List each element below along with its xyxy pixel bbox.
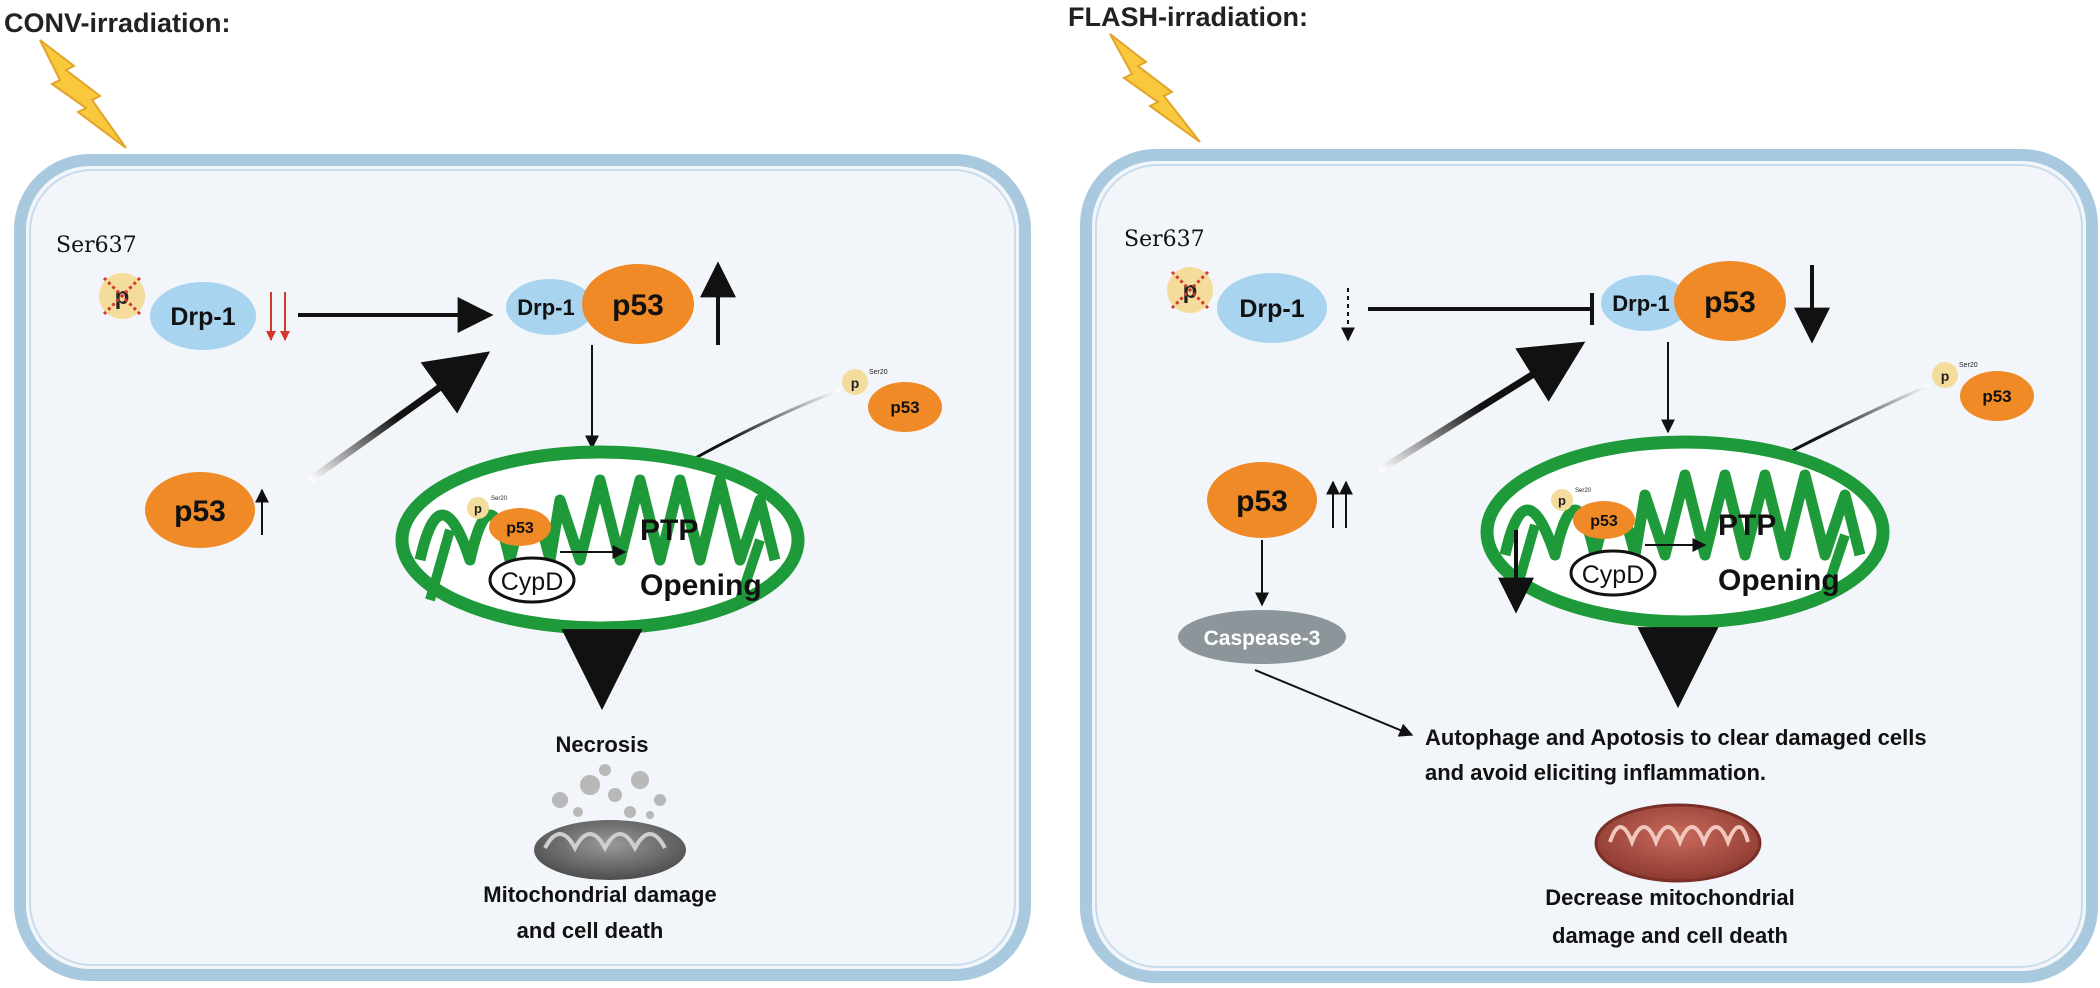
flash-p53-small-label: p53 [1982, 387, 2011, 406]
conv-complex-drp1-label: Drp-1 [517, 295, 574, 320]
conv-mito-phospho [467, 497, 489, 519]
flash-arrow-caspase-to-outcome [1254, 669, 1414, 737]
flash-caspase3-label: Caspease-3 [1204, 627, 1321, 650]
flash-phospho-small-label: p [1941, 368, 1950, 384]
flash-mito-ser20-label: Ser20 [1575, 488, 1592, 494]
conv-mito-ser20-label: Ser20 [491, 496, 508, 502]
flash-mito-phospho-label: p [1558, 493, 1566, 508]
conv-phospho-small-label: p [851, 375, 860, 391]
conv-ser637-label: Ser637 [56, 233, 137, 258]
flash-mito-p53-label: p53 [1590, 513, 1618, 530]
conv-dephosphorylation-cross-icon [102, 276, 142, 316]
conv-mito-p53-label: p53 [506, 520, 534, 537]
conv-cypd [488, 556, 576, 604]
conv-complex-drp1 [506, 279, 594, 335]
flash-panel: FLASH-irradiation: Ser637 p Drp-1 Drp-1 … [1068, 2, 2098, 983]
conv-opening-label: Opening [640, 569, 762, 602]
flash-free-p53-label: p53 [1236, 485, 1288, 518]
conv-p53-small-label: p53 [890, 398, 919, 417]
conv-panel: CONV-irradiation: Ser637 p Drp-1 Drp-1 p… [4, 8, 1031, 981]
conv-result-line1: Mitochondrial damage [483, 882, 716, 907]
conv-ser20-label: Ser20 [869, 369, 888, 376]
flash-drp1 [1217, 273, 1327, 343]
flash-drp1-label: Drp-1 [1239, 295, 1304, 323]
flash-result-line2: damage and cell death [1552, 923, 1788, 948]
flash-complex-p53-label: p53 [1704, 286, 1756, 319]
conv-drp1-label: Drp-1 [170, 303, 235, 331]
flash-dephosphorylation-cross-icon [1170, 270, 1210, 310]
flash-outcome-line2: and avoid eliciting inflammation. [1425, 760, 1766, 785]
conv-mito-phospho-label: p [474, 501, 482, 516]
conv-cypd-label: CypD [501, 568, 564, 596]
conv-title: CONV-irradiation: [4, 8, 231, 38]
flash-complex-drp1-label: Drp-1 [1612, 291, 1669, 316]
conv-necrosis-label: Necrosis [556, 732, 649, 757]
conv-arrow-p53-to-complex [307, 351, 491, 483]
flash-complex-drp1 [1601, 275, 1689, 331]
conv-p53-small [868, 382, 942, 432]
conv-complex-p53-label: p53 [612, 289, 664, 322]
flash-result-line1: Decrease mitochondrial [1545, 885, 1794, 910]
conv-phospho-small [842, 369, 868, 395]
flash-outcome-line1: Autophage and Apotosis to clear damaged … [1425, 725, 1927, 750]
conv-free-p53 [145, 472, 255, 548]
flash-phospho-small [1932, 362, 1958, 388]
flash-free-p53 [1207, 462, 1317, 538]
lightning-bolt-icon [1109, 33, 1201, 143]
flash-complex-p53 [1674, 261, 1786, 341]
conv-ptp-label: PTP [640, 514, 698, 547]
lightning-bolt-icon [39, 39, 127, 149]
conv-drp1 [150, 282, 256, 350]
flash-mito-p53 [1573, 501, 1635, 539]
flash-ptp-label: PTP [1718, 509, 1776, 542]
flash-mito-phospho [1551, 489, 1573, 511]
damaged-mitochondrion-icon [534, 764, 686, 880]
flash-caspase3 [1178, 610, 1346, 664]
flash-cypd-label: CypD [1582, 561, 1645, 589]
flash-arrow-p53-to-complex [1378, 341, 1586, 473]
flash-title: FLASH-irradiation: [1068, 2, 1308, 32]
flash-ser20-label: Ser20 [1959, 362, 1978, 369]
flash-cypd [1569, 549, 1657, 597]
flash-double-up-arrow-icon [1326, 480, 1353, 528]
conv-mito-p53 [489, 508, 551, 546]
flash-ser637-label: Ser637 [1124, 227, 1205, 252]
conv-complex-p53 [582, 264, 694, 344]
conv-result-line2: and cell death [517, 918, 664, 943]
flash-p53-small [1960, 371, 2034, 421]
flash-inhibition-arrow [1368, 293, 1594, 325]
conv-double-down-red-arrow-icon [266, 292, 290, 341]
conv-free-p53-label: p53 [174, 495, 226, 528]
healthy-mitochondrion-icon [1594, 803, 1762, 883]
flash-opening-label: Opening [1718, 564, 1840, 597]
